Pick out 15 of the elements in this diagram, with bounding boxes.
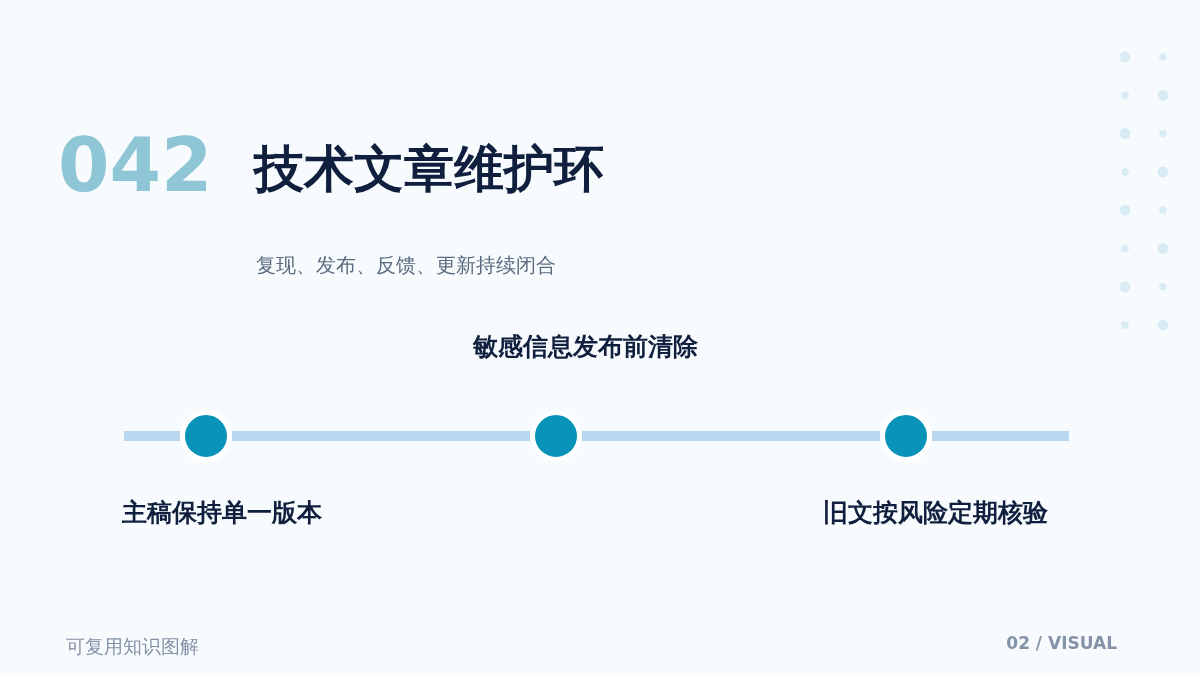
timeline-dot — [530, 410, 582, 462]
step-label: 主稿保持单一版本 — [122, 497, 322, 529]
subtitle: 复现、发布、反馈、更新持续闭合 — [256, 252, 556, 279]
page-number: 02 / VISUAL — [1006, 633, 1117, 653]
timeline-line — [124, 431, 180, 441]
step-label: 旧文按风险定期核验 — [822, 497, 1048, 529]
timeline-line — [582, 431, 880, 441]
title: 技术文章维护环 — [254, 139, 604, 200]
section-number: 042 — [58, 122, 213, 208]
timeline-dot — [180, 410, 232, 462]
timeline-line — [232, 431, 530, 441]
timeline-dot — [880, 410, 932, 462]
step-label: 敏感信息发布前清除 — [472, 331, 698, 363]
timeline-line — [932, 431, 1069, 441]
footer-text: 可复用知识图解 — [66, 634, 199, 659]
